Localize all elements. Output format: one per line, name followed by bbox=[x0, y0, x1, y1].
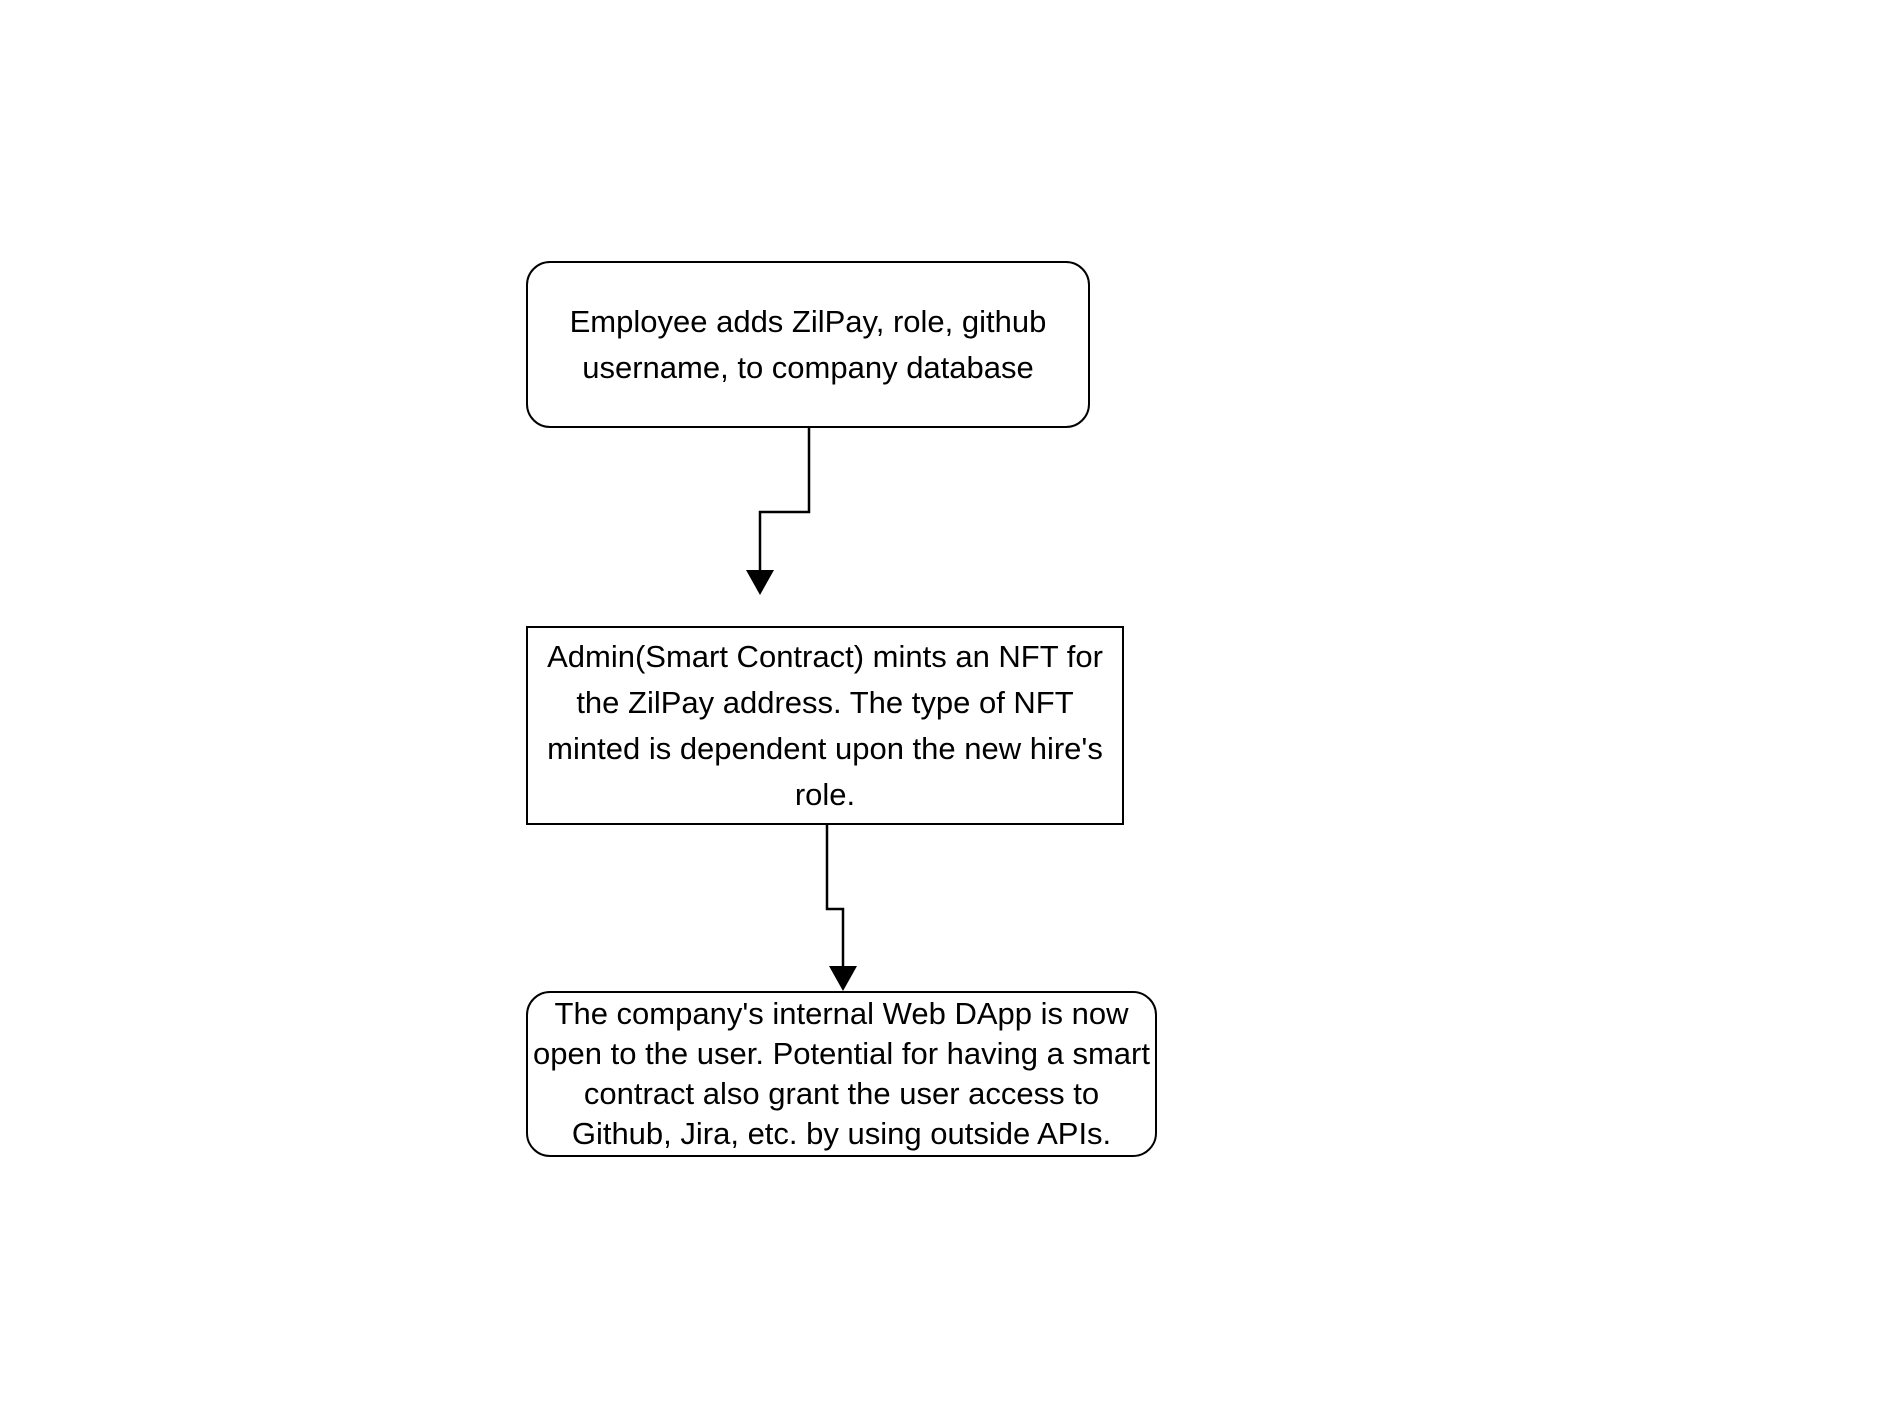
node-label: Admin(Smart Contract) mints an NFT for t… bbox=[547, 638, 1103, 812]
arrowhead-icon bbox=[746, 570, 774, 595]
node-label: The company's internal Web DApp is now o… bbox=[533, 996, 1150, 1151]
node-label: Employee adds ZilPay, role, github usern… bbox=[569, 303, 1047, 385]
flow-node-dapp-open: The company's internal Web DApp is now o… bbox=[526, 991, 1157, 1157]
edge-admin-to-dapp bbox=[825, 825, 845, 970]
flow-node-employee-adds-info: Employee adds ZilPay, role, github usern… bbox=[526, 261, 1090, 428]
flow-node-admin-mints-nft: Admin(Smart Contract) mints an NFT for t… bbox=[526, 626, 1124, 825]
arrowhead-icon bbox=[829, 966, 857, 991]
edge-employee-to-admin bbox=[758, 428, 811, 574]
